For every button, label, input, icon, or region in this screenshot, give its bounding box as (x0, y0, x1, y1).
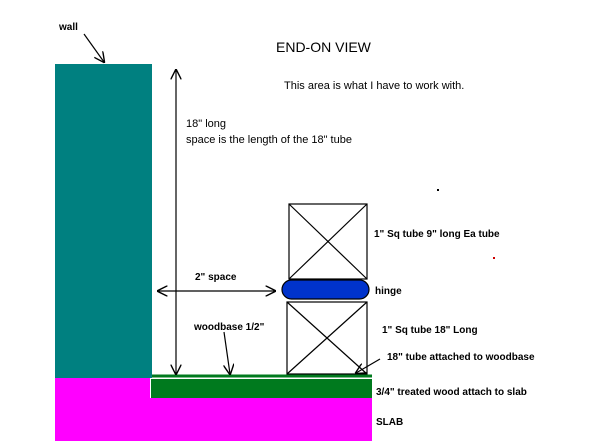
treated-wood-block (151, 379, 372, 398)
diagram-subtitle: This area is what I have to work with. (284, 80, 464, 92)
slab-label: SLAB (376, 417, 403, 428)
hinge-shape (281, 279, 370, 300)
lower-tube (286, 301, 368, 375)
woodbase-leader-arrow (224, 331, 230, 374)
diagram-title: END-ON VIEW (276, 39, 372, 55)
upper-tube (288, 203, 368, 280)
lower-tube-label: 1" Sq tube 18" Long (382, 325, 478, 336)
hinge-label: hinge (375, 286, 402, 297)
slab-block (55, 378, 372, 441)
length-label-line1: 18" long (186, 118, 226, 130)
treated-wood-label: 3/4" treated wood attach to slab (376, 387, 527, 398)
attached-label: 18" tube attached to woodbase (387, 352, 535, 363)
wall-block (55, 64, 152, 378)
speck-dot (437, 189, 439, 191)
woodbase-label: woodbase 1/2" (193, 322, 265, 333)
speck-dot-red (493, 257, 495, 259)
wall-label: wall (58, 22, 78, 33)
space-label: 2" space (195, 272, 237, 283)
attached-leader-arrow (356, 358, 381, 373)
wall-leader-arrow (83, 33, 104, 62)
upper-tube-label: 1" Sq tube 9" long Ea tube (374, 229, 500, 240)
length-label-line2: space is the length of the 18" tube (186, 134, 352, 146)
